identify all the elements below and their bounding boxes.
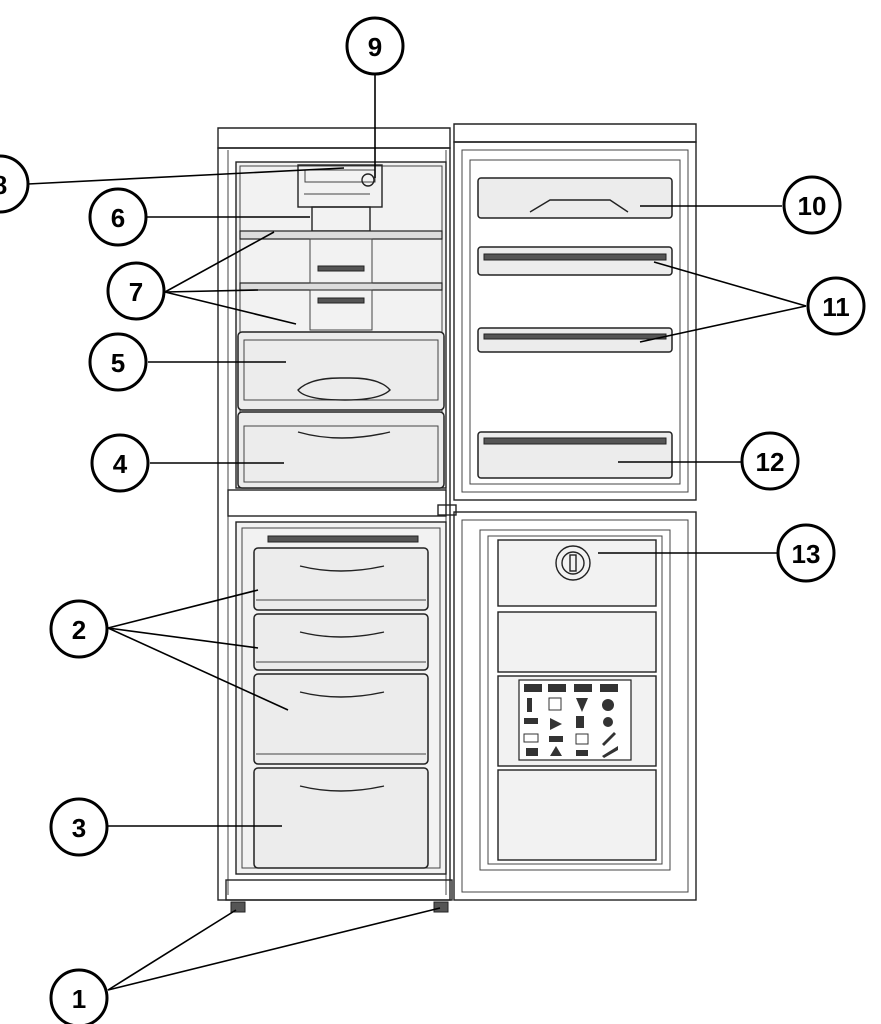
- callout-7: 7: [106, 261, 166, 321]
- door-balcony-bottom: [477, 431, 673, 479]
- callout-10: 10: [782, 175, 842, 235]
- callout-5: 5: [88, 332, 148, 392]
- callout-label-1: 1: [72, 984, 86, 1014]
- fridge-compartment: [235, 161, 447, 489]
- callout-label-3: 3: [72, 813, 86, 843]
- callout-9: 9: [345, 16, 405, 76]
- callout-8: 8: [0, 154, 30, 214]
- callout-label-2: 2: [72, 615, 86, 645]
- callout-label-10: 10: [798, 191, 827, 221]
- front-foot-left: [230, 901, 246, 913]
- callout-11: 11: [806, 276, 866, 336]
- door-balcony-middle-1: [477, 246, 673, 276]
- door-balcony-top: [477, 177, 673, 219]
- freezer-drawer-2: [253, 613, 429, 671]
- door-balcony-middle-2: [477, 327, 673, 353]
- callout-label-8: 8: [0, 170, 7, 200]
- callout-label-9: 9: [368, 32, 382, 62]
- freezer-drawer-4: [253, 767, 429, 869]
- freezer-compartment: [235, 521, 447, 875]
- callout-13: 13: [776, 523, 836, 583]
- callout-label-7: 7: [129, 277, 143, 307]
- fridge-door: [453, 141, 697, 501]
- glass-shelves: [239, 230, 443, 331]
- callout-label-11: 11: [822, 292, 850, 322]
- chiller-drawer: [237, 411, 445, 489]
- callout-label-4: 4: [113, 449, 128, 479]
- callout-label-6: 6: [111, 203, 125, 233]
- callout-label-12: 12: [756, 447, 785, 477]
- callout-label-13: 13: [792, 539, 821, 569]
- callout-2: 2: [49, 599, 109, 659]
- leader-lines: [27, 75, 807, 991]
- callout-3: 3: [49, 797, 109, 857]
- freezer-door: [453, 511, 697, 901]
- front-foot-right: [433, 901, 449, 913]
- callout-6: 6: [88, 187, 148, 247]
- control-dial: [555, 545, 591, 581]
- freezing-guide-panel: [518, 679, 632, 761]
- freezer-drawer-1: [253, 547, 429, 611]
- freezer-drawer-3: [253, 673, 429, 765]
- callout-4: 4: [90, 433, 150, 493]
- callout-12: 12: [740, 431, 800, 491]
- callout-1: 1: [49, 968, 109, 1024]
- callout-label-5: 5: [111, 348, 125, 378]
- fruit-veg-drawer: [237, 331, 445, 411]
